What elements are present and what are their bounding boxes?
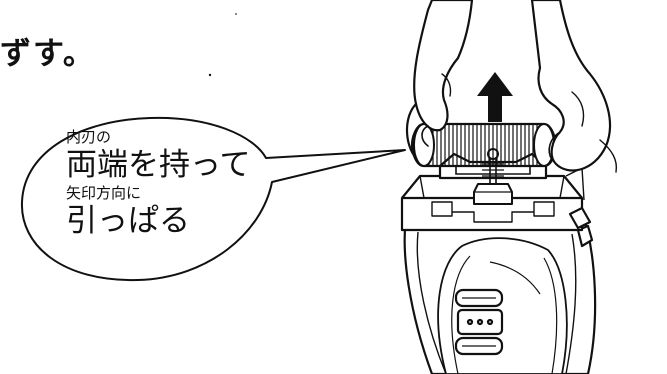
page-heading: ずす。 <box>0 36 96 72</box>
left-hand <box>405 0 474 160</box>
shaver-body <box>403 206 597 374</box>
balloon-outline <box>20 116 406 282</box>
right-hand <box>530 0 618 173</box>
balloon-line-4: 引っぱる <box>66 203 190 239</box>
speckle <box>208 73 212 77</box>
speckle <box>235 13 237 15</box>
up-arrow-icon <box>477 72 513 122</box>
balloon-text: 内刃の 両端を持って 矢印方向に 引っぱる <box>66 130 306 242</box>
balloon-line-2: 両端を持って <box>66 147 251 183</box>
balloon-line-1: 内刃の <box>66 128 112 146</box>
balloon-line-3: 矢印方向に <box>66 184 142 202</box>
inner-blade <box>410 122 558 175</box>
